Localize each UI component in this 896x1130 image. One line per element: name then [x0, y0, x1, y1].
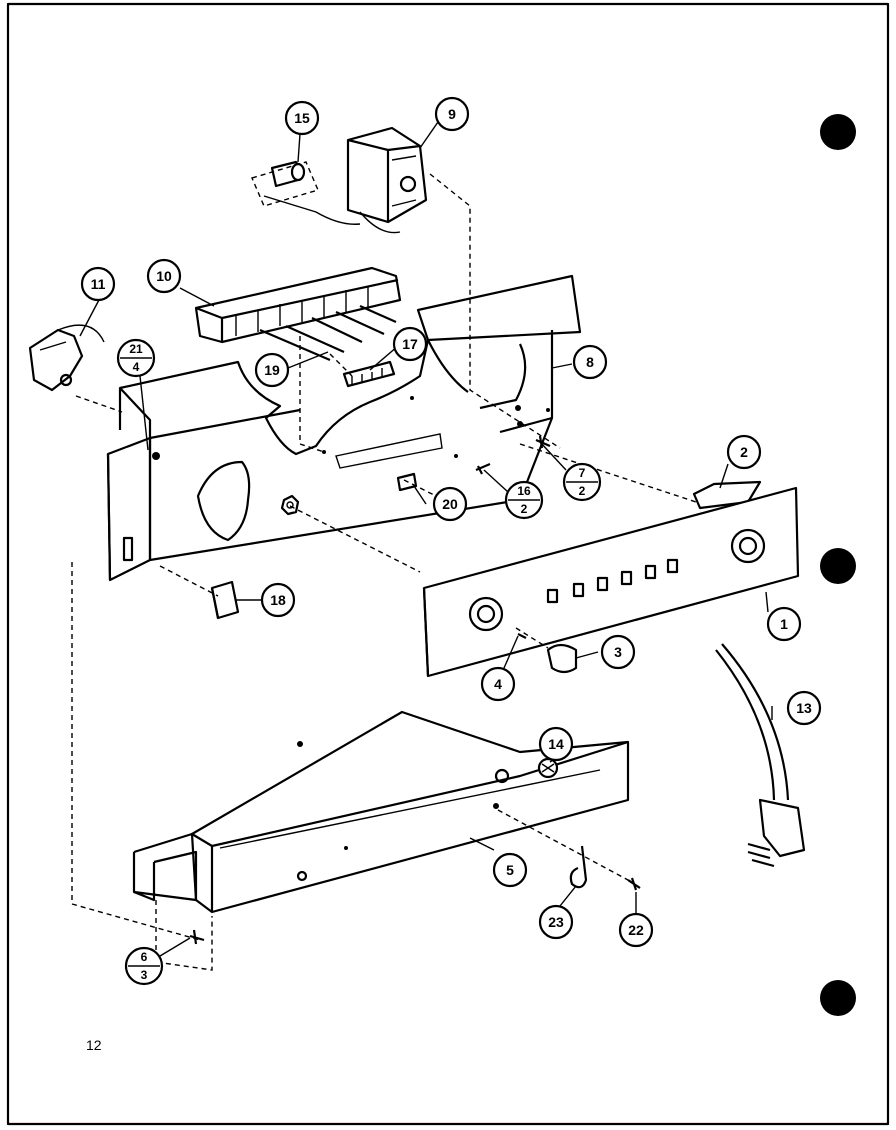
svg-text:18: 18 [270, 592, 286, 608]
callout-1: 1 [766, 606, 802, 642]
callout-9: 9 [434, 96, 470, 132]
rear-housing-panel [106, 274, 582, 582]
binder-hole-middle [820, 548, 856, 584]
svg-text:2: 2 [579, 484, 586, 498]
part-23-clip [569, 845, 588, 889]
callout-8: 8 [572, 344, 608, 380]
svg-text:22: 22 [628, 922, 644, 938]
callout-3: 3 [600, 634, 636, 670]
callout-fraction-7-2: 7 2 [562, 462, 602, 502]
svg-text:5: 5 [506, 862, 514, 878]
callout-10: 10 [146, 258, 182, 294]
binder-hole-top [820, 114, 856, 150]
part-15-tube [251, 160, 361, 225]
callout-18: 18 [260, 582, 296, 618]
callout-19: 19 [254, 352, 290, 388]
callout-11: 11 [80, 266, 116, 302]
svg-text:4: 4 [133, 360, 140, 374]
part-10-terminal-board [194, 266, 402, 362]
assembly-guide-lines [71, 173, 697, 971]
callout-fraction-6-3: 6 3 [124, 946, 164, 986]
svg-text:11: 11 [91, 276, 106, 292]
svg-text:8: 8 [586, 354, 594, 370]
svg-text:2: 2 [521, 502, 528, 516]
svg-text:1: 1 [780, 616, 788, 632]
callout-13: 13 [786, 690, 822, 726]
part-13-power-cord [715, 643, 806, 868]
svg-text:7: 7 [579, 466, 586, 480]
part-6-screw [189, 929, 205, 945]
part-9-control-unit [346, 126, 428, 234]
part-18-switch [210, 580, 240, 620]
callout-leaders [79, 121, 773, 957]
svg-text:14: 14 [548, 736, 564, 752]
svg-text:2: 2 [740, 444, 748, 460]
svg-text:15: 15 [294, 110, 310, 126]
svg-text:20: 20 [442, 496, 458, 512]
part-11-bracket [28, 324, 105, 392]
callout-5: 5 [492, 852, 528, 888]
svg-text:3: 3 [141, 968, 148, 982]
part-22-screw [627, 877, 641, 891]
callout-fraction-16-2: 16 2 [504, 480, 544, 520]
part-4-pin [517, 633, 527, 639]
callout-20: 20 [432, 486, 468, 522]
screw-16 [475, 462, 491, 475]
svg-text:4: 4 [494, 676, 502, 692]
callout-23: 23 [538, 904, 574, 940]
binder-hole-bottom [820, 980, 856, 1016]
callout-14: 14 [538, 726, 574, 762]
part-14-lamp-socket [537, 757, 559, 779]
callout-15: 15 [284, 100, 320, 136]
svg-text:6: 6 [141, 950, 148, 964]
hex-nut [280, 494, 300, 516]
svg-text:16: 16 [517, 484, 531, 498]
svg-text:13: 13 [796, 700, 812, 716]
part-5-base-channel [132, 710, 630, 914]
svg-text:9: 9 [448, 106, 456, 122]
svg-text:21: 21 [129, 342, 143, 356]
svg-text:17: 17 [402, 336, 418, 352]
callout-4: 4 [480, 666, 516, 702]
callout-fraction-21-4: 21 4 [116, 338, 156, 378]
callout-17: 17 [392, 326, 428, 362]
screw-7 [535, 435, 551, 449]
callout-2: 2 [726, 434, 762, 470]
part-3-knob [546, 643, 578, 674]
sheet-border [6, 2, 890, 1126]
part-17-connector [342, 360, 396, 388]
svg-text:19: 19 [264, 362, 280, 378]
svg-text:10: 10 [156, 268, 172, 284]
svg-text:23: 23 [548, 914, 564, 930]
page-number: 12 [86, 1037, 102, 1053]
svg-text:3: 3 [614, 644, 622, 660]
callout-22: 22 [618, 912, 654, 948]
